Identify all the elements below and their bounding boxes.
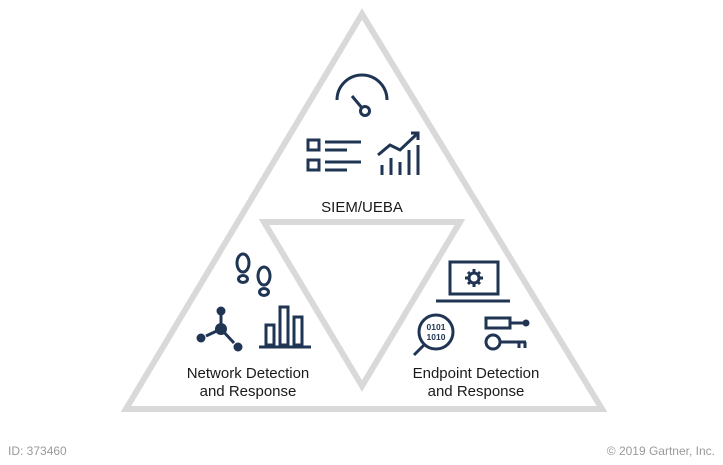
network-nodes-icon [196,306,243,352]
document-id: ID: 373460 [8,444,67,458]
edr-label-line1: Endpoint Detection [413,365,540,382]
copyright-notice: © 2019 Gartner, Inc. [606,444,715,458]
binary-text-line1: 0101 [427,322,446,332]
ndr-label-line1: Network Detection [187,365,310,382]
list-icon [306,138,361,172]
bar-chart-icon [259,305,311,349]
footprints-icon [235,252,272,297]
gauge-icon [335,73,389,117]
binary-magnifier-icon: 0101 1010 [412,313,455,357]
siem-ueba-label: SIEM/UEBA [321,199,403,216]
trend-chart-icon [377,131,420,175]
gear-icon [465,269,483,287]
outer-triangle [120,8,608,412]
siem-ueba-section: SIEM/UEBA [306,73,420,216]
binary-text-line2: 1010 [427,332,446,342]
ndr-section: Network Detection and Response [187,252,311,400]
key-tools-icon [484,316,530,351]
laptop-gear-icon [436,260,510,303]
ndr-label-line2: and Response [200,383,297,400]
edr-label-line2: and Response [428,383,525,400]
edr-section: 0101 1010 Endpoint Detection and Respons… [412,260,540,400]
inner-triangle [258,219,466,392]
